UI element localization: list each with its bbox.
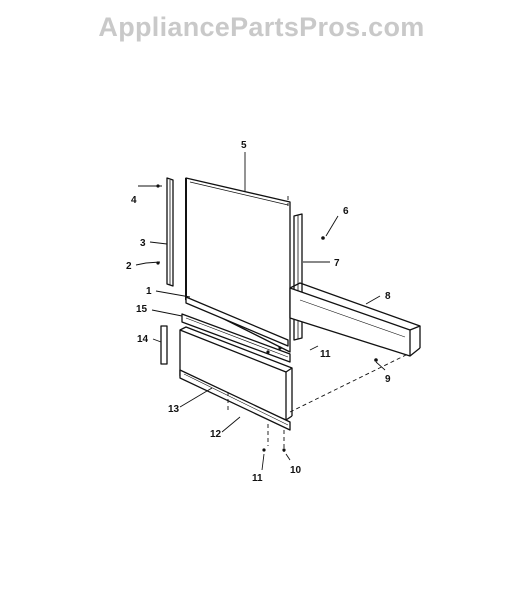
callout-7: 7 xyxy=(334,258,340,269)
callout-2: 2 xyxy=(126,261,132,272)
callout-14: 14 xyxy=(137,334,149,345)
callout-8: 8 xyxy=(385,291,391,302)
callout-1: 1 xyxy=(146,286,152,297)
callout-9: 9 xyxy=(385,374,391,385)
bottom-rail xyxy=(179,369,291,431)
callout-5: 5 xyxy=(241,140,247,151)
callout-10: 10 xyxy=(290,465,302,476)
leader-lines xyxy=(135,152,386,471)
watermark-logo: AppliancePartsPros.com xyxy=(98,12,425,42)
screws xyxy=(156,184,378,452)
callout-4: 4 xyxy=(131,195,137,206)
callout-6: 6 xyxy=(343,206,349,217)
callout-15: 15 xyxy=(136,304,148,315)
angled-trim xyxy=(181,313,291,363)
clip-bracket xyxy=(160,325,168,365)
callout-12: 12 xyxy=(210,429,222,440)
lower-trim-strip xyxy=(185,296,289,347)
callout-3: 3 xyxy=(140,238,146,249)
side-rail xyxy=(289,282,421,357)
assembly-lines xyxy=(227,196,409,452)
callout-11-upper: 11 xyxy=(320,349,331,360)
part-callouts: 5 4 3 2 6 7 8 1 15 14 11 9 13 12 11 10 xyxy=(126,140,391,484)
callout-11-lower: 11 xyxy=(252,473,263,484)
callout-13: 13 xyxy=(168,404,180,415)
left-trim-strip xyxy=(166,177,174,287)
